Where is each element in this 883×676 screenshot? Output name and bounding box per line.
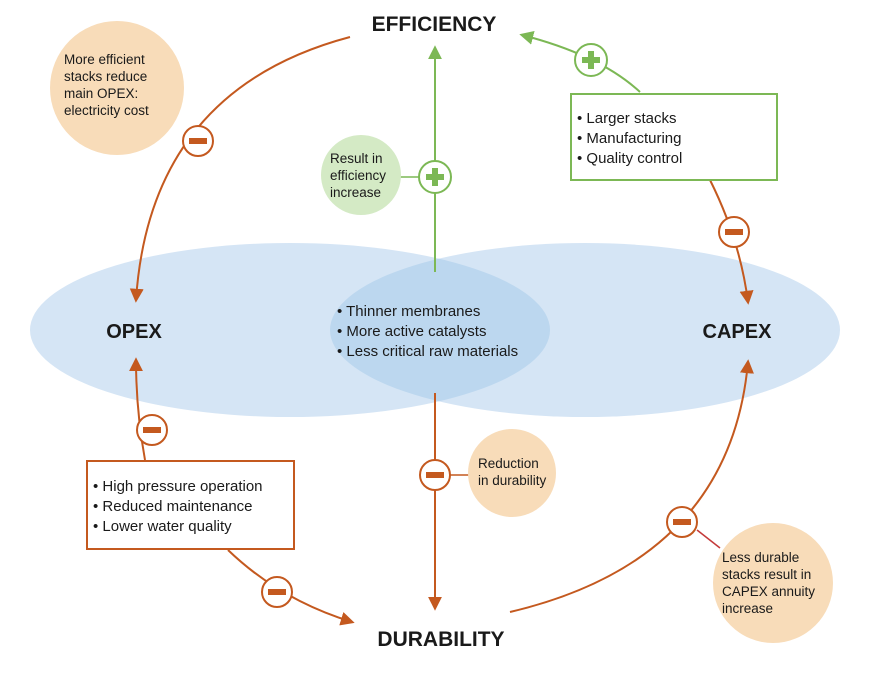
note-circle-capex-annuity (713, 523, 833, 643)
minus-badge-opex-to-durability (261, 576, 293, 608)
connector-capex-annuity (696, 529, 721, 549)
note-efficiency-increase: Result in efficiency increase (330, 151, 390, 200)
center-list: • Thinner membranes • More active cataly… (337, 303, 518, 360)
minus-badge-durability-reduction (419, 459, 451, 491)
minus-badge-capex-box (718, 216, 750, 248)
minus-badge-opex-efficiency (182, 125, 214, 157)
minus-badge-capex-annuity (666, 506, 698, 538)
note-opex-efficiency: More efficient stacks reduce main OPEX: … (64, 52, 151, 118)
overlap-region (330, 243, 550, 417)
node-durability: DURABILITY (377, 628, 504, 651)
arrow-opex-box-to-opex (129, 357, 146, 461)
note-circle-opex-efficiency (50, 21, 184, 155)
note-durability-reduction: Reduction in durability (478, 456, 547, 488)
minus-badge-opex-box (136, 414, 168, 446)
opex-factors-list: • High pressure operation • Reduced main… (93, 478, 267, 535)
node-opex: OPEX (106, 321, 162, 343)
node-capex: CAPEX (703, 321, 773, 343)
opex-factors-box (86, 460, 295, 550)
plus-badge-capex-efficiency (574, 43, 608, 77)
capex-factors-box (570, 93, 778, 181)
capex-factors-list: • Larger stacks • Manufacturing • Qualit… (577, 110, 686, 167)
node-efficiency: EFFICIENCY (372, 13, 497, 36)
note-circle-efficiency-increase (321, 135, 401, 215)
plus-badge-efficiency-increase (418, 160, 452, 194)
note-capex-annuity: Less durable stacks result in CAPEX annu… (722, 550, 819, 616)
note-circle-durability-reduction (468, 429, 556, 517)
